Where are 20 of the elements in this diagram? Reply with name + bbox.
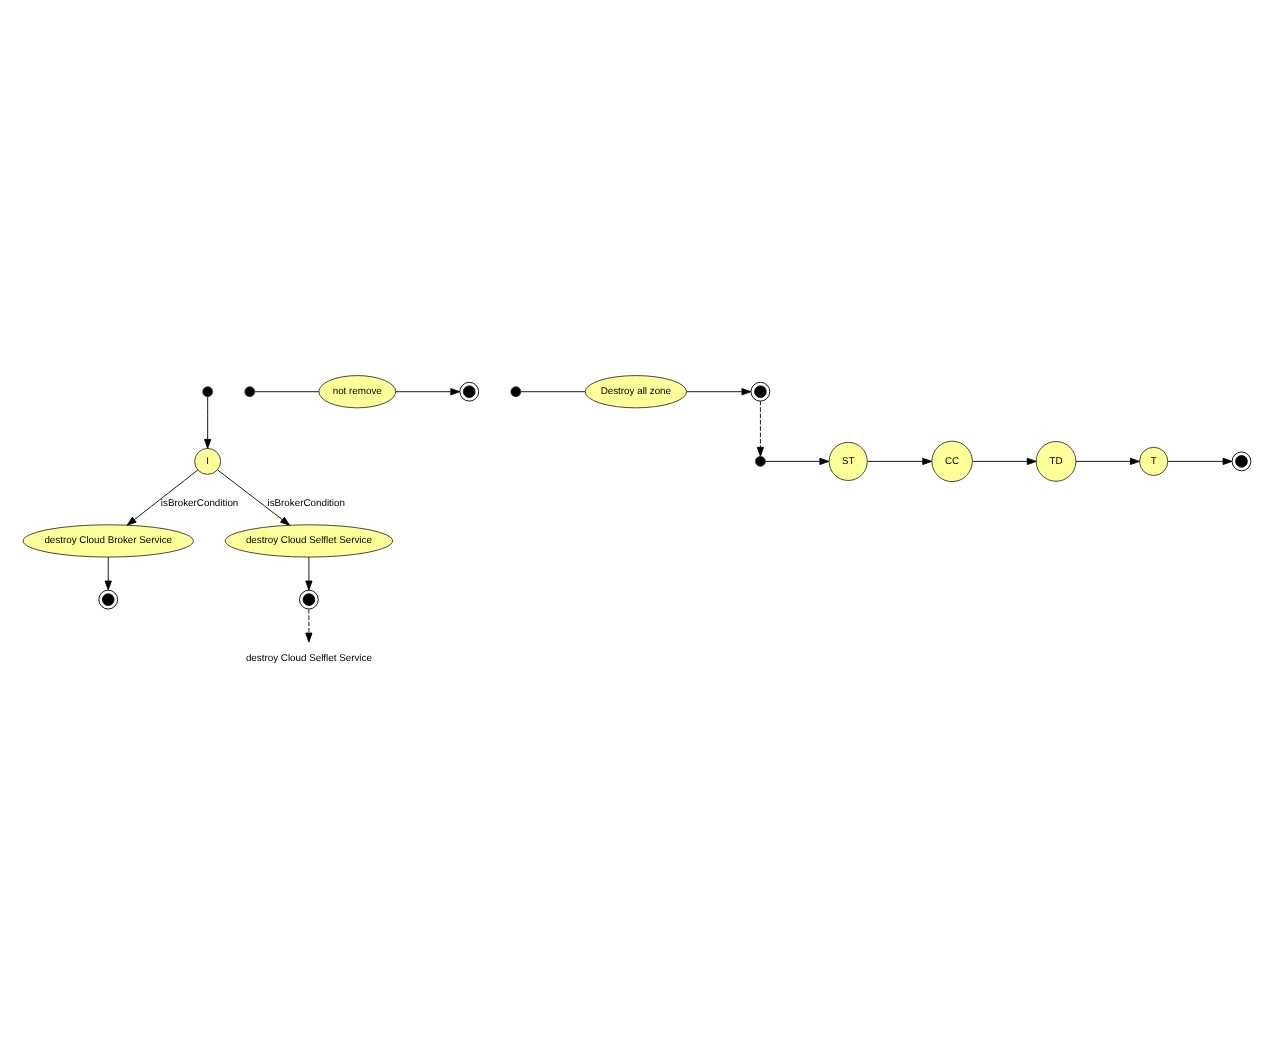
arrow [305,608,313,643]
node-dot [202,386,214,398]
node-dot [755,456,766,467]
arrow [756,400,764,457]
node-dot [510,386,522,398]
arrow [1167,457,1233,465]
arrow [867,457,933,465]
arrow [126,469,199,526]
arrow [217,469,290,526]
arrow [204,396,212,449]
arrow [305,556,313,591]
arrow [104,556,112,591]
arrow [765,457,830,465]
arrow [1075,457,1140,465]
node-dot [244,386,256,398]
connector [520,391,586,393]
arrow [972,457,1037,465]
connector [254,391,320,393]
arrow [395,388,461,396]
arrow [686,388,752,396]
